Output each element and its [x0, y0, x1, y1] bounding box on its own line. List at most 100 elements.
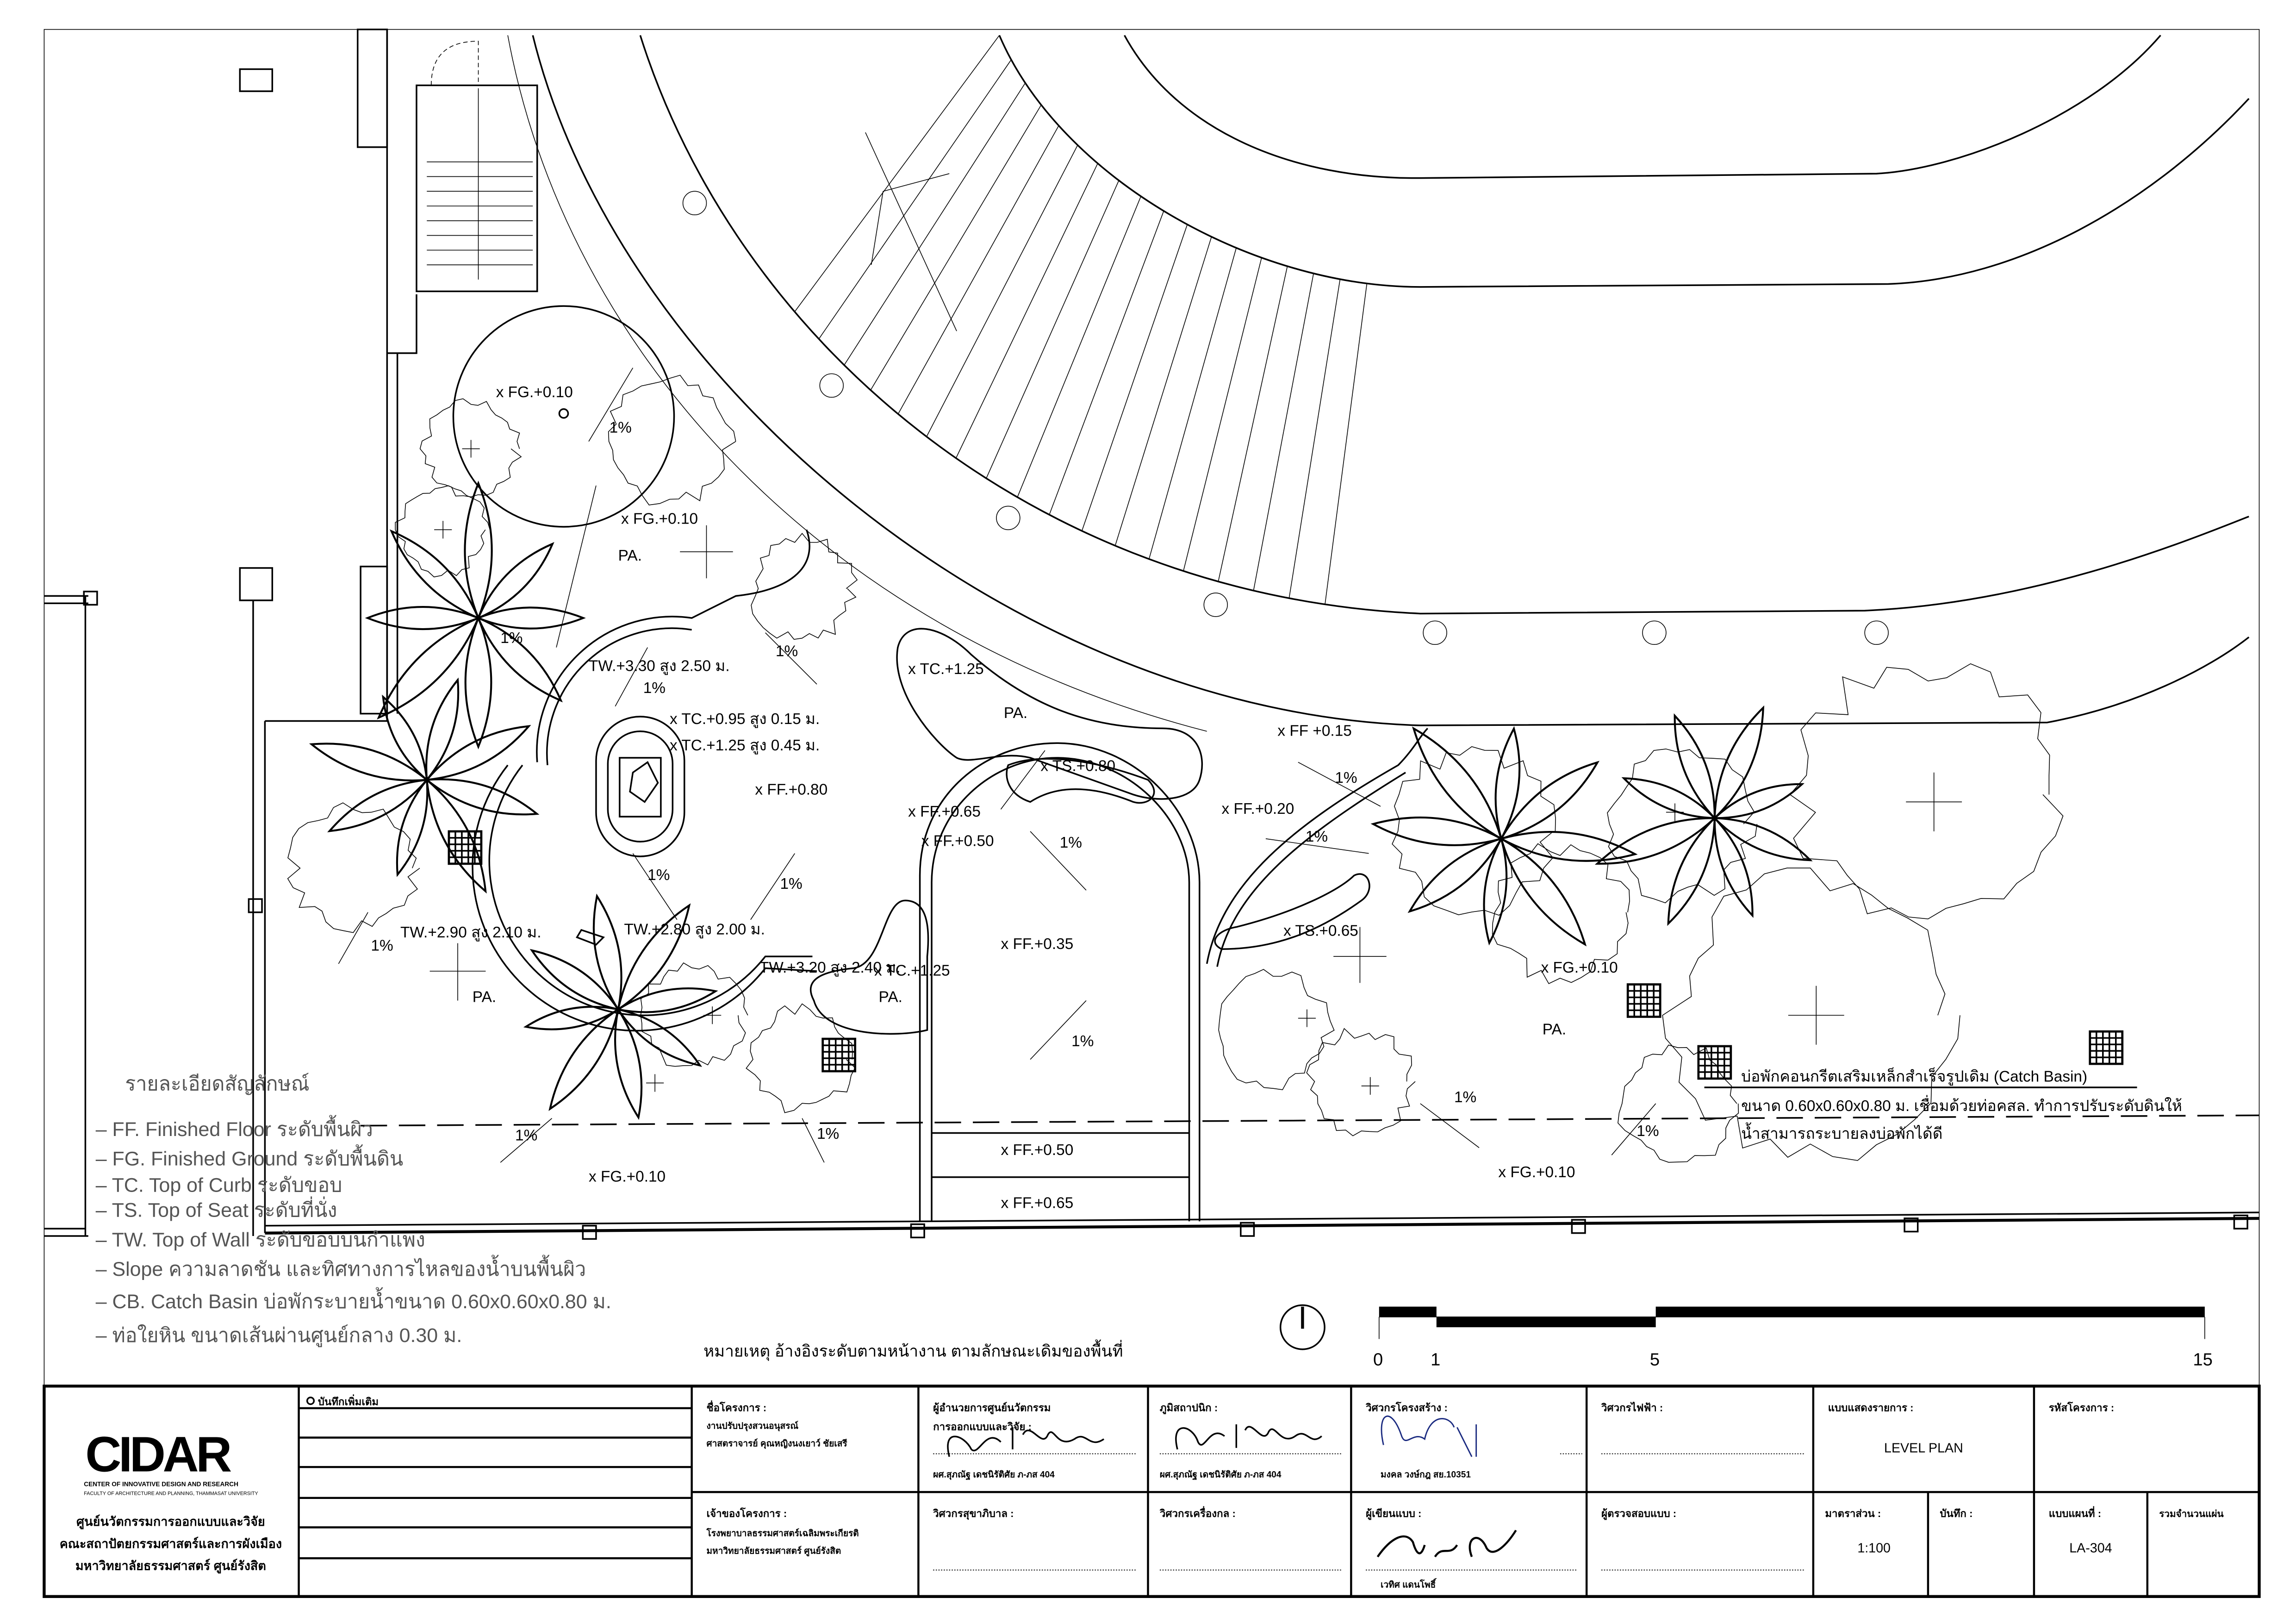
level-label: x FF.+0.50 [921, 833, 994, 850]
logo-en-line: FACULTY OF ARCHITECTURE AND PLANNING, TH… [84, 1491, 258, 1496]
palm-leaf [1370, 816, 1502, 846]
palm-leaf [426, 725, 531, 781]
palm-leaf [1594, 817, 1716, 865]
slope-arrows [338, 368, 1656, 1163]
bleacher-stripe [1017, 196, 1141, 498]
legend-item: – TW. Top of Wall ระดับขอบบนกำแพง [96, 1229, 425, 1251]
palm-leaf [426, 779, 487, 894]
scale-value: 1:100 [1857, 1541, 1891, 1555]
project-name-line: งานปรับปรุงสวนอนุสรณ์ [706, 1420, 798, 1431]
project-label: ชื่อโครงการ : [706, 1400, 766, 1413]
structural-engineer-label: วิศวกรโครงสร้าง : [1366, 1401, 1448, 1413]
bleacher-stripe [1049, 211, 1164, 515]
logo-en-line: CENTER OF INNOVATIVE DESIGN AND RESEARCH [84, 1480, 238, 1487]
tree-canopy [1218, 969, 1335, 1090]
bleacher-stripe [926, 145, 1078, 437]
level-label: x TC.+1.25 [874, 962, 950, 979]
tree-canopy [1392, 746, 1556, 916]
catch-basin-frame [821, 1037, 857, 1073]
level-label: x FF.+0.50 [1001, 1142, 1073, 1159]
owner-line: โรงพยาบาลธรรมศาสตร์เฉลิมพระเกียรติ [706, 1528, 859, 1538]
sheet-number-value: LA-304 [2069, 1541, 2112, 1555]
director-label: การออกแบบและวิจัย : [933, 1421, 1032, 1433]
landscape-architect-name: ผศ.สุภณัฐ เดชนิรัติศัย ภ-ภส 404 [1160, 1470, 1282, 1480]
tree-canopy [608, 375, 736, 506]
slope-label: 1% [515, 1127, 537, 1144]
scale-bar: 0 1 5 15 [1373, 1306, 2213, 1370]
building-stair [44, 28, 538, 1237]
tree-canopy [746, 1003, 856, 1113]
slope-label: 1% [1060, 834, 1082, 851]
tree-center-marks [429, 440, 1962, 1095]
note-line: น้ำสามารถระบายลงบ่อพักได้ดี [1741, 1122, 1942, 1142]
level-labels: x FG.+0.10 x FG.+0.10 PA. 1% 1% TW.+3.30… [371, 384, 1659, 1211]
legend-item: – Slope ความลาดชัน และทิศทางการไหลของน้ำ… [96, 1255, 586, 1280]
bleacher-stripe [1325, 283, 1368, 605]
slope-label: 1% [1306, 828, 1328, 845]
palm-leaf [1713, 817, 1754, 918]
mechanical-engineer-label: วิศวกรเครื่องกล : [1159, 1506, 1235, 1519]
palm-leaf [1674, 713, 1716, 819]
cidar-logo: CIDAR CENTER OF INNOVATIVE DESIGN AND RE… [60, 1426, 282, 1574]
palm-leaf [592, 893, 622, 1010]
org-name-line: ศูนย์นวัตกรรมการออกแบบและวิจัย [76, 1514, 265, 1529]
palm-leaf [309, 743, 428, 781]
palm-leaf [478, 606, 586, 630]
palm-leaf [389, 529, 479, 619]
level-label: x FF +0.15 [1277, 722, 1352, 739]
palm-leaf [1500, 761, 1600, 840]
structural-engineer-name: มงคล วงษ์กฎ สย.10351 [1381, 1469, 1471, 1479]
scale-label: 15 [2193, 1350, 2212, 1370]
level-label: x FG.+0.10 [1541, 959, 1618, 976]
palm-leaf [1500, 838, 1587, 947]
bleacher-stripe [844, 82, 1026, 366]
tree-canopy [1306, 1028, 1416, 1136]
legend-item: – FG. Finished Ground ระดับพื้นดิน [96, 1144, 404, 1170]
tree-canopy [287, 802, 420, 933]
palm-leaf [617, 1008, 703, 1067]
level-label: x TS.+0.80 [1040, 758, 1115, 775]
bleacher-stripe [1183, 257, 1262, 571]
bleacher-stripe [1148, 248, 1237, 559]
level-label: x TC.+1.25 สูง 0.45 ม. [670, 737, 820, 755]
level-label: TW.+2.90 สูง 2.10 ม. [400, 924, 541, 942]
palm-leaf [377, 617, 479, 720]
north-arrow [1279, 1304, 1325, 1350]
legend-title: รายละเอียดสัญลักษณ์ [125, 1073, 309, 1095]
palm-leaf [464, 618, 492, 749]
slope-label: 1% [610, 419, 632, 437]
catch-basin-icon [1697, 1045, 1732, 1080]
palm-leaf [327, 779, 428, 832]
site-boundary [265, 1217, 2259, 1235]
palm-leaf [529, 949, 619, 1011]
tree-canopy [1607, 749, 1758, 904]
electrical-engineer-label: วิศวกรไฟฟ้า : [1601, 1401, 1663, 1413]
legend-item: – TC. Top of Curb ระดับขอบ [96, 1174, 342, 1197]
bleacher-stripes [794, 35, 1368, 605]
bleacher-stripe [986, 180, 1120, 479]
level-label: x FF.+0.80 [755, 781, 828, 798]
slope-label: 1% [817, 1125, 839, 1142]
catch-basin-frame [1626, 983, 1661, 1018]
legend-item: – FF. Finished Floor ระดับพื้นผิว [96, 1115, 373, 1141]
title-block: CIDAR CENTER OF INNOVATIVE DESIGN AND RE… [43, 1385, 2261, 1598]
record-label: บันทึก : [1940, 1508, 1972, 1519]
catch-basin-icon [1626, 983, 1661, 1018]
palm-leaf [396, 779, 429, 877]
signature-structural [1381, 1415, 1477, 1457]
area-label: PA. [879, 989, 902, 1006]
palm-leaf [426, 778, 540, 816]
level-label: x FG.+0.10 [621, 511, 698, 528]
palm-leaf [1494, 726, 1521, 839]
palm-leaf [477, 617, 563, 703]
slope-label: 1% [1636, 1123, 1659, 1140]
slope-label: 1% [647, 867, 670, 884]
sheet-number-label: แบบแผนที่ : [2049, 1506, 2101, 1519]
existing-tree-circle [452, 305, 675, 528]
bleacher-stripe [870, 105, 1042, 391]
note-line: ขนาด 0.60x0.60x0.80 ม. เชื่อมด้วยท่อคสล.… [1741, 1095, 2182, 1115]
bleacher-stripe [1218, 266, 1288, 582]
org-name-line: คณะสถาปัตยกรรมศาสตร์และการผังเมือง [60, 1536, 282, 1551]
catch-basin-icon [821, 1037, 857, 1073]
